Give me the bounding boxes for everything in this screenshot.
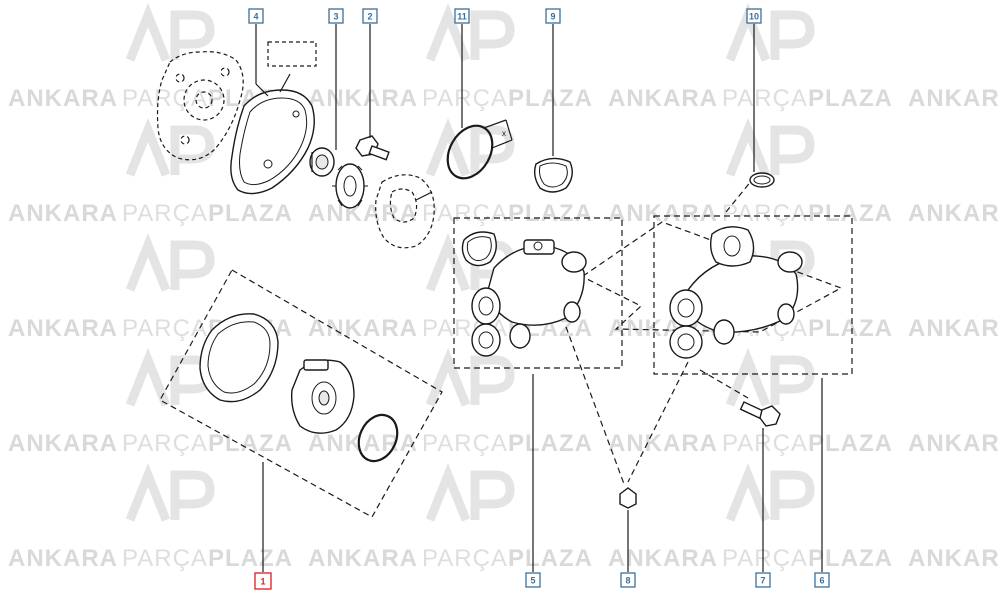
wm-plaza: PLAZA [508, 545, 593, 572]
thermostat-frame-6 [653, 215, 853, 375]
watermark-logo [125, 2, 815, 522]
callout-4-label: 4 [253, 12, 258, 22]
wm-ankara: ANKARA [8, 545, 118, 572]
gasket-part-9 [533, 157, 573, 193]
kit-gasket [199, 313, 279, 403]
wm-parca: PARÇA [722, 200, 808, 227]
callout-2[interactable]: 2 [362, 8, 378, 24]
callout-5[interactable]: 5 [525, 572, 541, 588]
wm-ankara: ANKARA [608, 200, 718, 227]
watermark-text: ANKARA PARÇA PLAZA ANKARA PARÇA PLAZA AN… [8, 85, 1000, 572]
gasket-part-4 [230, 89, 315, 195]
wm-plaza: PLAZA [508, 85, 593, 112]
wm-parca: PARÇA [422, 200, 508, 227]
kit-water-pump [290, 359, 355, 434]
callout-9[interactable]: 9 [545, 8, 561, 24]
wm-ankara: ANKARA [8, 430, 118, 457]
wm-ankara-tail: ANKAR [908, 430, 1000, 457]
wm-plaza: PLAZA [808, 200, 893, 227]
wm-ankara: ANKARA [608, 85, 718, 112]
wm-parca: PARÇA [422, 545, 508, 572]
wm-ankara: ANKARA [308, 430, 418, 457]
gear-part [332, 163, 368, 209]
watermark-layer: ANKARA PARÇA PLAZA ANKARA PARÇA PLAZA AN… [8, 2, 1000, 572]
plug-part-8 [619, 487, 637, 509]
thermostat-housing-part-6 [669, 226, 803, 359]
callout-2-label: 2 [367, 12, 372, 22]
wm-plaza: PLAZA [808, 430, 893, 457]
wm-plaza: PLAZA [508, 200, 593, 227]
wm-ankara: ANKARA [308, 315, 418, 342]
wm-parca: PARÇA [122, 200, 208, 227]
bolt-part-7 [739, 401, 781, 427]
wm-ankara: ANKARA [308, 545, 418, 572]
wm-parca: PARÇA [722, 430, 808, 457]
wm-parca: PARÇA [422, 430, 508, 457]
bolt-part-2 [355, 135, 390, 161]
dimension-label: x [502, 129, 506, 138]
callout-7-label: 7 [760, 576, 765, 586]
callout-9-label: 9 [550, 12, 555, 22]
engine-cover-ghost [156, 51, 244, 161]
wm-parca: PARÇA [722, 85, 808, 112]
callout-1-label: 1 [260, 577, 265, 587]
callout-11-label: 11 [457, 12, 467, 22]
callout-10-label: 10 [749, 12, 759, 22]
wm-parca: PARÇA [122, 430, 208, 457]
wm-plaza: PLAZA [808, 545, 893, 572]
thermostat-housing-part-5 [471, 239, 587, 357]
assembly-guide-lines [565, 179, 843, 485]
wm-ankara-tail: ANKAR [908, 200, 1000, 227]
wm-ankara: ANKARA [608, 430, 718, 457]
wm-parca: PARÇA [722, 545, 808, 572]
callout-5-label: 5 [530, 576, 535, 586]
callout-6[interactable]: 6 [814, 572, 830, 588]
wm-ankara: ANKARA [308, 85, 418, 112]
kit-frame-1 [159, 269, 443, 518]
wm-ankara-tail: ANKAR [908, 545, 1000, 572]
callout-4[interactable]: 4 [248, 8, 264, 24]
callout-6-label: 6 [819, 576, 824, 586]
leader-lines [255, 24, 823, 572]
wm-parca: PARÇA [122, 545, 208, 572]
wm-plaza: PLAZA [808, 85, 893, 112]
o-ring-part-10 [749, 172, 775, 188]
callout-3[interactable]: 3 [328, 8, 344, 24]
wm-ankara: ANKARA [308, 200, 418, 227]
thermostat-frame-5 [453, 217, 623, 369]
pump-housing-ghost [267, 41, 435, 249]
callout-3-label: 3 [333, 12, 338, 22]
callout-7[interactable]: 7 [755, 572, 771, 588]
wm-plaza: PLAZA [508, 430, 593, 457]
o-ring-part-11: x [446, 119, 513, 180]
wm-parca: PARÇA [422, 85, 508, 112]
wm-plaza: PLAZA [208, 545, 293, 572]
wm-ankara: ANKARA [8, 85, 118, 112]
wm-ankara: ANKARA [608, 545, 718, 572]
wm-ankara: ANKARA [8, 200, 118, 227]
callout-11[interactable]: 11 [454, 8, 470, 24]
wm-ankara-tail: ANKAR [908, 315, 1000, 342]
callout-1[interactable]: 1 [254, 572, 272, 590]
callout-8-label: 8 [625, 576, 630, 586]
seal-part-3 [309, 147, 335, 177]
wm-parca: PARÇA [122, 85, 208, 112]
wm-ankara-tail: ANKAR [908, 85, 1000, 112]
wm-plaza: PLAZA [808, 315, 893, 342]
callout-8[interactable]: 8 [620, 572, 636, 588]
gasket-in-housing-5 [461, 231, 497, 267]
kit-o-ring [357, 413, 399, 463]
wm-plaza: PLAZA [208, 430, 293, 457]
wm-ankara: ANKARA [8, 315, 118, 342]
callout-10[interactable]: 10 [746, 8, 762, 24]
wm-plaza: PLAZA [208, 200, 293, 227]
wm-parca: PARÇA [122, 315, 208, 342]
